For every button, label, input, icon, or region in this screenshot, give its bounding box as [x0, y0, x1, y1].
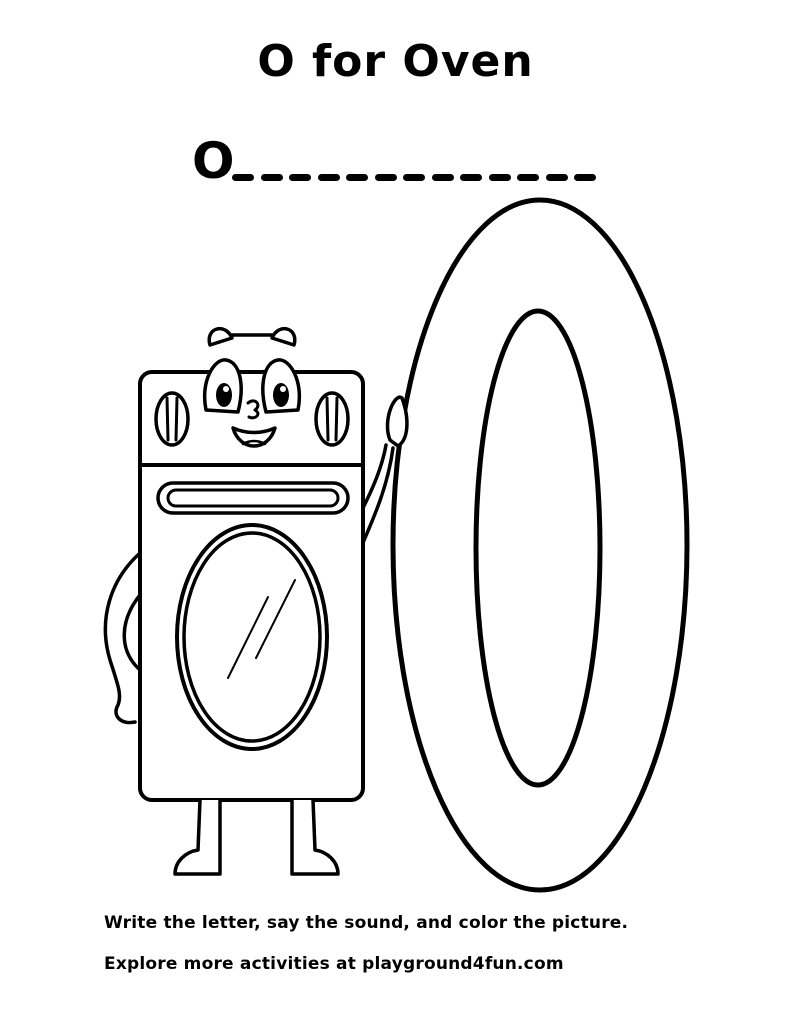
blank-dash	[574, 174, 596, 181]
oven-left-arm	[103, 551, 142, 725]
blank-dash	[232, 174, 254, 181]
oven-raised-arm	[360, 395, 409, 547]
writing-blank-line[interactable]	[232, 174, 596, 182]
blank-dash	[517, 174, 539, 181]
blank-dash	[317, 174, 340, 181]
blank-dash	[545, 174, 568, 181]
page-title: O for Oven	[257, 36, 534, 87]
instruction-line-1: Write the letter, say the sound, and col…	[104, 913, 629, 933]
blank-dash	[403, 174, 425, 181]
trace-letter: O	[192, 132, 235, 190]
blank-dash	[289, 174, 311, 181]
blank-dash	[460, 174, 482, 181]
website-line[interactable]: Explore more activities at playground4fu…	[104, 954, 564, 974]
blank-dash	[374, 174, 397, 181]
blank-dash	[346, 174, 368, 181]
oven-character[interactable]	[138, 326, 365, 876]
blank-dash	[260, 174, 283, 181]
big-letter-o-outline[interactable]	[390, 197, 690, 893]
blank-dash	[488, 174, 511, 181]
blank-dash	[431, 174, 454, 181]
